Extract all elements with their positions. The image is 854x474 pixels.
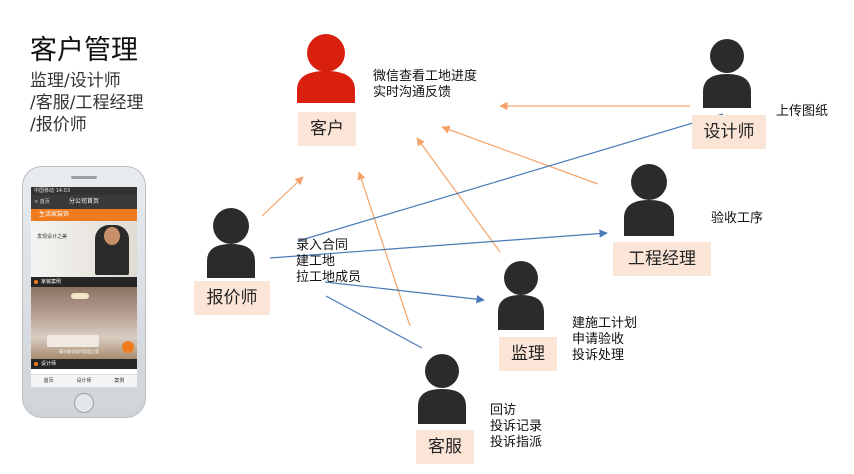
supervisor-notes: 建施工计划 申请验收 投诉处理 [572,316,637,364]
phone-brand-bar: 生活家装饰 [31,209,137,221]
phone-speaker [71,176,97,179]
phone-case-caption: 青年意式现代家居之家 [59,349,99,354]
arrow-quoter-to-supervisor [324,281,485,304]
designer-notes: 上传图纸 [776,104,828,120]
service-note: 投诉记录 [490,419,543,434]
role-label-customer: 客户 [298,112,356,146]
supervisor-note: 建施工计划 [572,316,638,331]
sofa [47,335,99,347]
phone-section-designers[interactable]: 设计师 [31,359,137,369]
phone-screen: 中国移动 14:03 < 首页 分公司首页 生活家装饰 发现设计之美 家装案例 … [31,187,137,387]
page-title: 客户管理 [30,35,138,66]
phone-section-cases-label: 家装案例 [41,279,62,285]
phone-tab-designers[interactable]: 设计师 [76,378,92,384]
quoter-note: 拉工地成员 [296,270,362,285]
customer-note: 实时沟通反馈 [373,85,452,100]
customer-note: 微信查看工地进度 [373,69,478,84]
supervisor-person-icon [498,261,544,330]
role-label-supervisor: 监理 [499,337,557,371]
engineer-note: 验收工序 [711,211,764,226]
phone-banner-text: 发现设计之美 [37,234,68,240]
phone-header-title: 分公司首页 [68,198,99,205]
arrow-quoter-to-customer [261,176,304,217]
subtitle-line: 监理/设计师 [30,71,121,91]
section-dot-icon [34,280,38,284]
phone-tab-cases[interactable]: 案例 [114,378,125,384]
phone-section-cases[interactable]: 家装案例 [31,277,137,287]
arrow-quoter-to-designer [297,113,724,242]
phone-float-button[interactable] [122,341,134,353]
phone-case-image[interactable]: 青年意式现代家居之家 [31,287,137,359]
customer-notes: 微信查看工地进度 实时沟通反馈 [373,69,477,101]
arrow-quoter-to-engineer [269,229,608,259]
role-label-quoter: 报价师 [194,281,270,315]
phone-tab-home[interactable]: 首页 [43,378,54,384]
role-label-service: 客服 [416,430,474,464]
service-note: 投诉指派 [490,435,543,450]
role-label-designer: 设计师 [692,115,766,149]
arrow-quoter-to-service [325,295,423,349]
customer-person-icon [297,34,355,103]
designer-face [104,227,120,245]
ceiling-light [71,293,89,299]
engineer-person-icon [624,164,674,236]
phone-home-button [74,393,94,413]
engineer-notes: 验收工序 [711,211,763,227]
supervisor-note: 投诉处理 [572,348,625,363]
designer-person-icon [703,39,751,108]
phone-header: < 首页 分公司首页 [31,195,137,209]
phone-mockup: 中国移动 14:03 < 首页 分公司首页 生活家装饰 发现设计之美 家装案例 … [22,166,146,418]
service-person-icon [418,354,466,424]
phone-back-button[interactable]: < 首页 [34,199,50,205]
arrow-engineer-to-customer [441,125,599,185]
service-note: 回访 [490,403,517,418]
subtitle-line: /客服/工程经理 [30,93,144,113]
phone-banner[interactable]: 发现设计之美 [31,221,137,277]
phone-tab-bar: 首页 设计师 案例 [31,374,137,387]
service-notes: 回访 投诉记录 投诉指派 [490,403,542,451]
designer-note: 上传图纸 [776,104,829,119]
quoter-person-icon [207,208,255,278]
phone-status-bar: 中国移动 14:03 [31,187,137,195]
quoter-note: 建工地 [296,254,336,269]
arrow-supervisor-to-customer [416,137,501,253]
phone-section-designers-label: 设计师 [41,361,57,367]
subtitle-line: /报价师 [30,115,87,135]
quoter-note: 录入合同 [296,238,349,253]
quoter-notes: 录入合同 建工地 拉工地成员 [296,238,361,286]
supervisor-note: 申请验收 [572,332,625,347]
role-label-engineer: 工程经理 [613,242,711,276]
page-subtitle: 监理/设计师 /客服/工程经理 /报价师 [30,70,143,136]
section-dot-icon [34,362,38,366]
